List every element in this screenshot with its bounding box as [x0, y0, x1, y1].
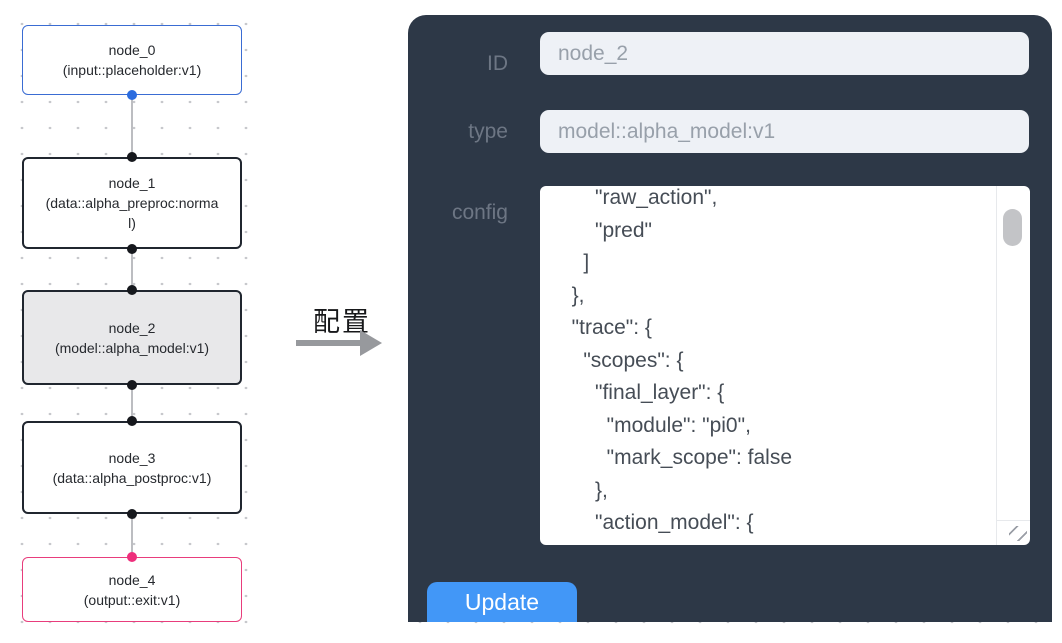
graph-node-node3[interactable]: node_3 (data::alpha_postproc:v1) [22, 421, 242, 514]
node-subtitle: (model::alpha_model:v1) [54, 339, 210, 356]
node-title: node_0 [108, 42, 156, 58]
edge-node3-node4 [131, 514, 133, 557]
port-node4-in[interactable] [127, 552, 137, 562]
type-field-label: type [468, 120, 508, 143]
scrollbar-track-divider [996, 186, 997, 545]
port-node3-out[interactable] [127, 509, 137, 519]
port-node0-out[interactable] [127, 90, 137, 100]
node-subtitle: (input::placeholder:v1) [62, 62, 202, 78]
port-node2-in[interactable] [127, 285, 137, 295]
update-button[interactable]: Update [427, 582, 577, 622]
config-field-label: config [451, 201, 508, 224]
graph-node-node2-selected[interactable]: node_2 (model::alpha_model:v1) [22, 290, 242, 385]
node-title: node_3 [108, 449, 156, 466]
scrollbar-corner-divider [996, 520, 1030, 521]
node-subtitle: (data::alpha_preproc:normal) [45, 195, 219, 231]
scrollbar-thumb[interactable] [1003, 209, 1022, 246]
transition-label: 配置 [313, 307, 371, 337]
node-subtitle: (data::alpha_postproc:v1) [52, 469, 212, 486]
id-field-label: ID [487, 52, 508, 75]
arrow-head-icon [360, 330, 382, 356]
edge-node1-node2 [131, 249, 133, 290]
config-json-text[interactable]: "raw_action", "pred" ] }, "trace": { "sc… [571, 186, 792, 534]
config-textarea[interactable]: "raw_action", "pred" ] }, "trace": { "sc… [540, 186, 1030, 545]
graph-node-node4[interactable]: node_4 (output::exit:v1) [22, 557, 242, 622]
arrow-icon [296, 340, 360, 346]
node-title: node_4 [108, 571, 156, 588]
port-node2-out[interactable] [127, 380, 137, 390]
node-title: node_2 [108, 319, 156, 336]
id-input[interactable] [540, 32, 1029, 75]
graph-node-node1[interactable]: node_1 (data::alpha_preproc:normal) [22, 157, 242, 249]
node-config-panel: ID type config "raw_action", "pred" ] },… [408, 15, 1052, 622]
node-title: node_1 [108, 175, 156, 191]
port-node3-in[interactable] [127, 416, 137, 426]
edge-node0-node1 [131, 95, 133, 157]
edge-node2-node3 [131, 385, 133, 421]
type-input[interactable] [540, 110, 1029, 153]
port-node1-in[interactable] [127, 152, 137, 162]
resize-grip-icon[interactable] [1009, 526, 1027, 541]
node-subtitle: (output::exit:v1) [83, 591, 181, 608]
graph-node-node0[interactable]: node_0 (input::placeholder:v1) [22, 25, 242, 95]
port-node1-out[interactable] [127, 244, 137, 254]
